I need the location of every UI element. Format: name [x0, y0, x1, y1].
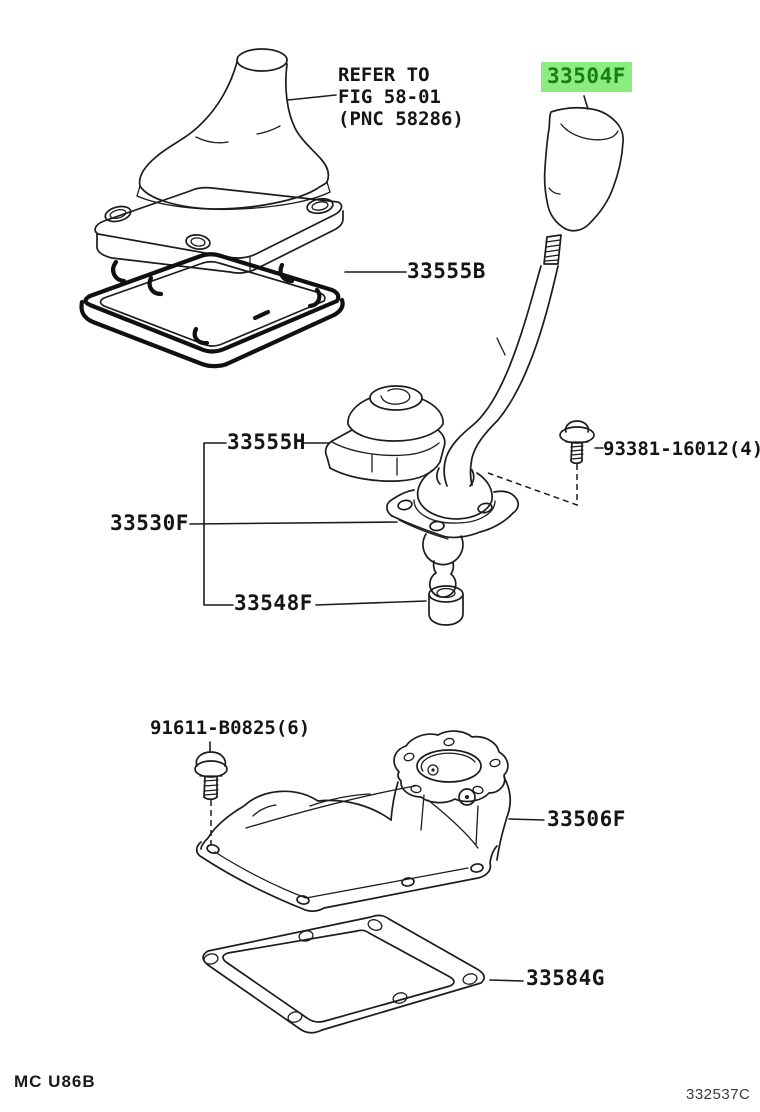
leader-lines [189, 94, 604, 982]
part-label-bushing[interactable]: 33548F [234, 591, 313, 615]
part-label-retainer-housing[interactable]: 33506F [547, 807, 626, 831]
part-label-dust-cover[interactable]: 33555H [227, 430, 306, 454]
part-label-boot-retainer[interactable]: 33555B [407, 259, 486, 283]
part-label-shift-knob[interactable]: 33504F [541, 62, 632, 92]
dust-cover-drawing [324, 385, 446, 482]
knob-stud-drawing [543, 234, 562, 265]
part-label-upper-screw[interactable]: 93381-16012(4) [603, 438, 760, 460]
boot-plate-drawing [94, 186, 344, 274]
reference-note-line3: (PNC 58286) [338, 108, 464, 130]
shift-knob-drawing [543, 106, 624, 232]
part-label-lever-assembly[interactable]: 33530F [110, 511, 189, 535]
housing-drawing [195, 730, 511, 912]
boot-retainer-drawing [79, 252, 345, 369]
part-label-lower-bolt[interactable]: 91611-B0825(6) [150, 717, 311, 739]
reference-note: REFER TO FIG 58-01 (PNC 58286) [338, 64, 464, 130]
reference-note-line1: REFER TO [338, 64, 430, 86]
upper-screw-drawing [487, 420, 595, 507]
lower-bolt-drawing [194, 741, 228, 845]
catalog-code: MC U86B [14, 1072, 96, 1091]
lever-flange-drawing [386, 467, 519, 598]
bushing-drawing [428, 585, 464, 626]
shift-boot-drawing [136, 48, 331, 211]
reference-note-line2: FIG 58-01 [338, 86, 441, 108]
shift-lever-drawing [443, 265, 559, 487]
part-label-gasket[interactable]: 33584G [526, 966, 605, 990]
gasket-drawing [202, 914, 486, 1034]
figure-number: 332537C [686, 1086, 751, 1103]
